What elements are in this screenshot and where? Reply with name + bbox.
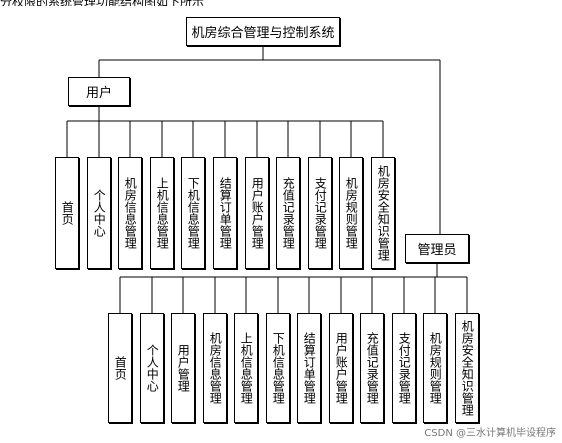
admin-function-node: 个人中心 bbox=[140, 313, 164, 423]
user-function-node: 充值记录管理 bbox=[276, 157, 300, 269]
user-function-node: 支付记录管理 bbox=[308, 157, 332, 269]
user-function-node: 机房规则管理 bbox=[339, 157, 363, 269]
user-function-node: 下机信息管理 bbox=[181, 157, 205, 269]
group-node-user: 用户 bbox=[68, 77, 130, 106]
admin-function-node: 上机信息管理 bbox=[234, 313, 258, 423]
user-function-node: 结算订单管理 bbox=[213, 157, 237, 269]
admin-function-node: 充值记录管理 bbox=[360, 313, 384, 423]
admin-function-node: 机房规则管理 bbox=[423, 313, 447, 423]
user-function-node: 机房安全知识管理 bbox=[371, 157, 395, 269]
admin-function-node: 用户管理 bbox=[171, 313, 195, 423]
admin-function-node: 结算订单管理 bbox=[297, 313, 321, 423]
user-function-node: 用户账户管理 bbox=[245, 157, 269, 269]
user-function-node: 首页 bbox=[55, 157, 79, 269]
user-function-node: 机房信息管理 bbox=[118, 157, 142, 269]
admin-function-node: 首页 bbox=[108, 313, 132, 423]
caption-fragment: 分权限的系统管理功能结构图如下所示 bbox=[0, 0, 562, 6]
root-node: 机房综合管理与控制系统 bbox=[186, 17, 340, 46]
group-node-admin: 管理员 bbox=[405, 234, 469, 263]
admin-function-node: 机房信息管理 bbox=[203, 313, 227, 423]
admin-function-node: 用户账户管理 bbox=[329, 313, 353, 423]
admin-function-node: 机房安全知识管理 bbox=[455, 313, 479, 423]
user-function-node: 个人中心 bbox=[87, 157, 111, 269]
user-function-node: 上机信息管理 bbox=[150, 157, 174, 269]
admin-function-node: 支付记录管理 bbox=[392, 313, 416, 423]
admin-function-node: 下机信息管理 bbox=[266, 313, 290, 423]
watermark: CSDN @三水计算机毕设程序 bbox=[424, 428, 556, 439]
